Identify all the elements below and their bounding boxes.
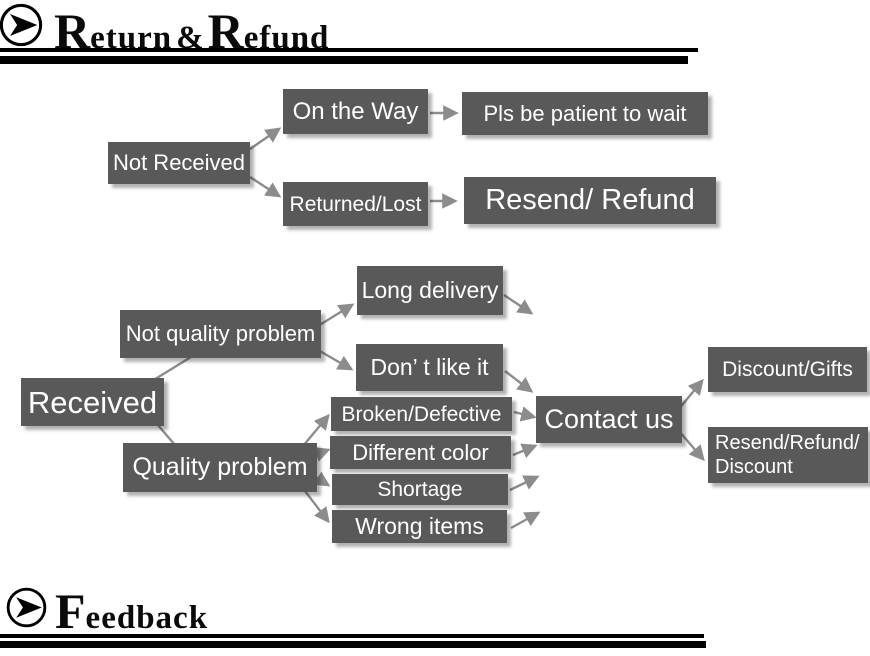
node-resend-refund: Resend/ Refund — [464, 177, 716, 224]
node-line-1: Resend/Refund/ — [715, 432, 860, 454]
node-on-the-way: On the Way — [283, 89, 428, 134]
thin-rule-bottom — [0, 634, 704, 638]
node-dont-like-it: Don’ t like it — [356, 344, 503, 391]
node-different-color: Different color — [330, 436, 511, 469]
title-initial: F — [55, 583, 86, 639]
node-long-delivery: Long delivery — [357, 266, 503, 315]
thin-rule-top — [0, 48, 698, 52]
node-wrong-items: Wrong items — [332, 510, 507, 543]
forward-arrow-icon — [0, 3, 43, 47]
node-shortage: Shortage — [332, 474, 508, 505]
title-initial: R — [207, 3, 244, 59]
node-not-quality-problem: Not quality problem — [120, 310, 321, 358]
node-resend-refund-discount: Resend/Refund/ Discount — [708, 427, 868, 483]
node-contact-us: Contact us — [536, 396, 682, 443]
node-discount-gifts: Discount/Gifts — [708, 347, 867, 392]
thick-rule-top — [0, 56, 688, 64]
node-broken-defective: Broken/Defective — [331, 397, 512, 431]
node-line-2: Discount — [715, 456, 793, 478]
forward-arrow-icon — [6, 587, 47, 628]
section-title-feedback: Feedback — [55, 586, 208, 636]
node-quality-problem: Quality problem — [123, 443, 317, 492]
node-received: Received — [21, 378, 164, 426]
node-returned-lost: Returned/Lost — [283, 182, 428, 226]
title-initial: R — [54, 3, 91, 59]
thick-rule-bottom — [0, 641, 706, 648]
title-rest: eedback — [85, 600, 209, 636]
node-not-received: Not Received — [108, 142, 250, 184]
node-pls-be-patient: Pls be patient to wait — [462, 92, 708, 135]
section-title-return-refund: Return&Refund — [54, 6, 329, 56]
